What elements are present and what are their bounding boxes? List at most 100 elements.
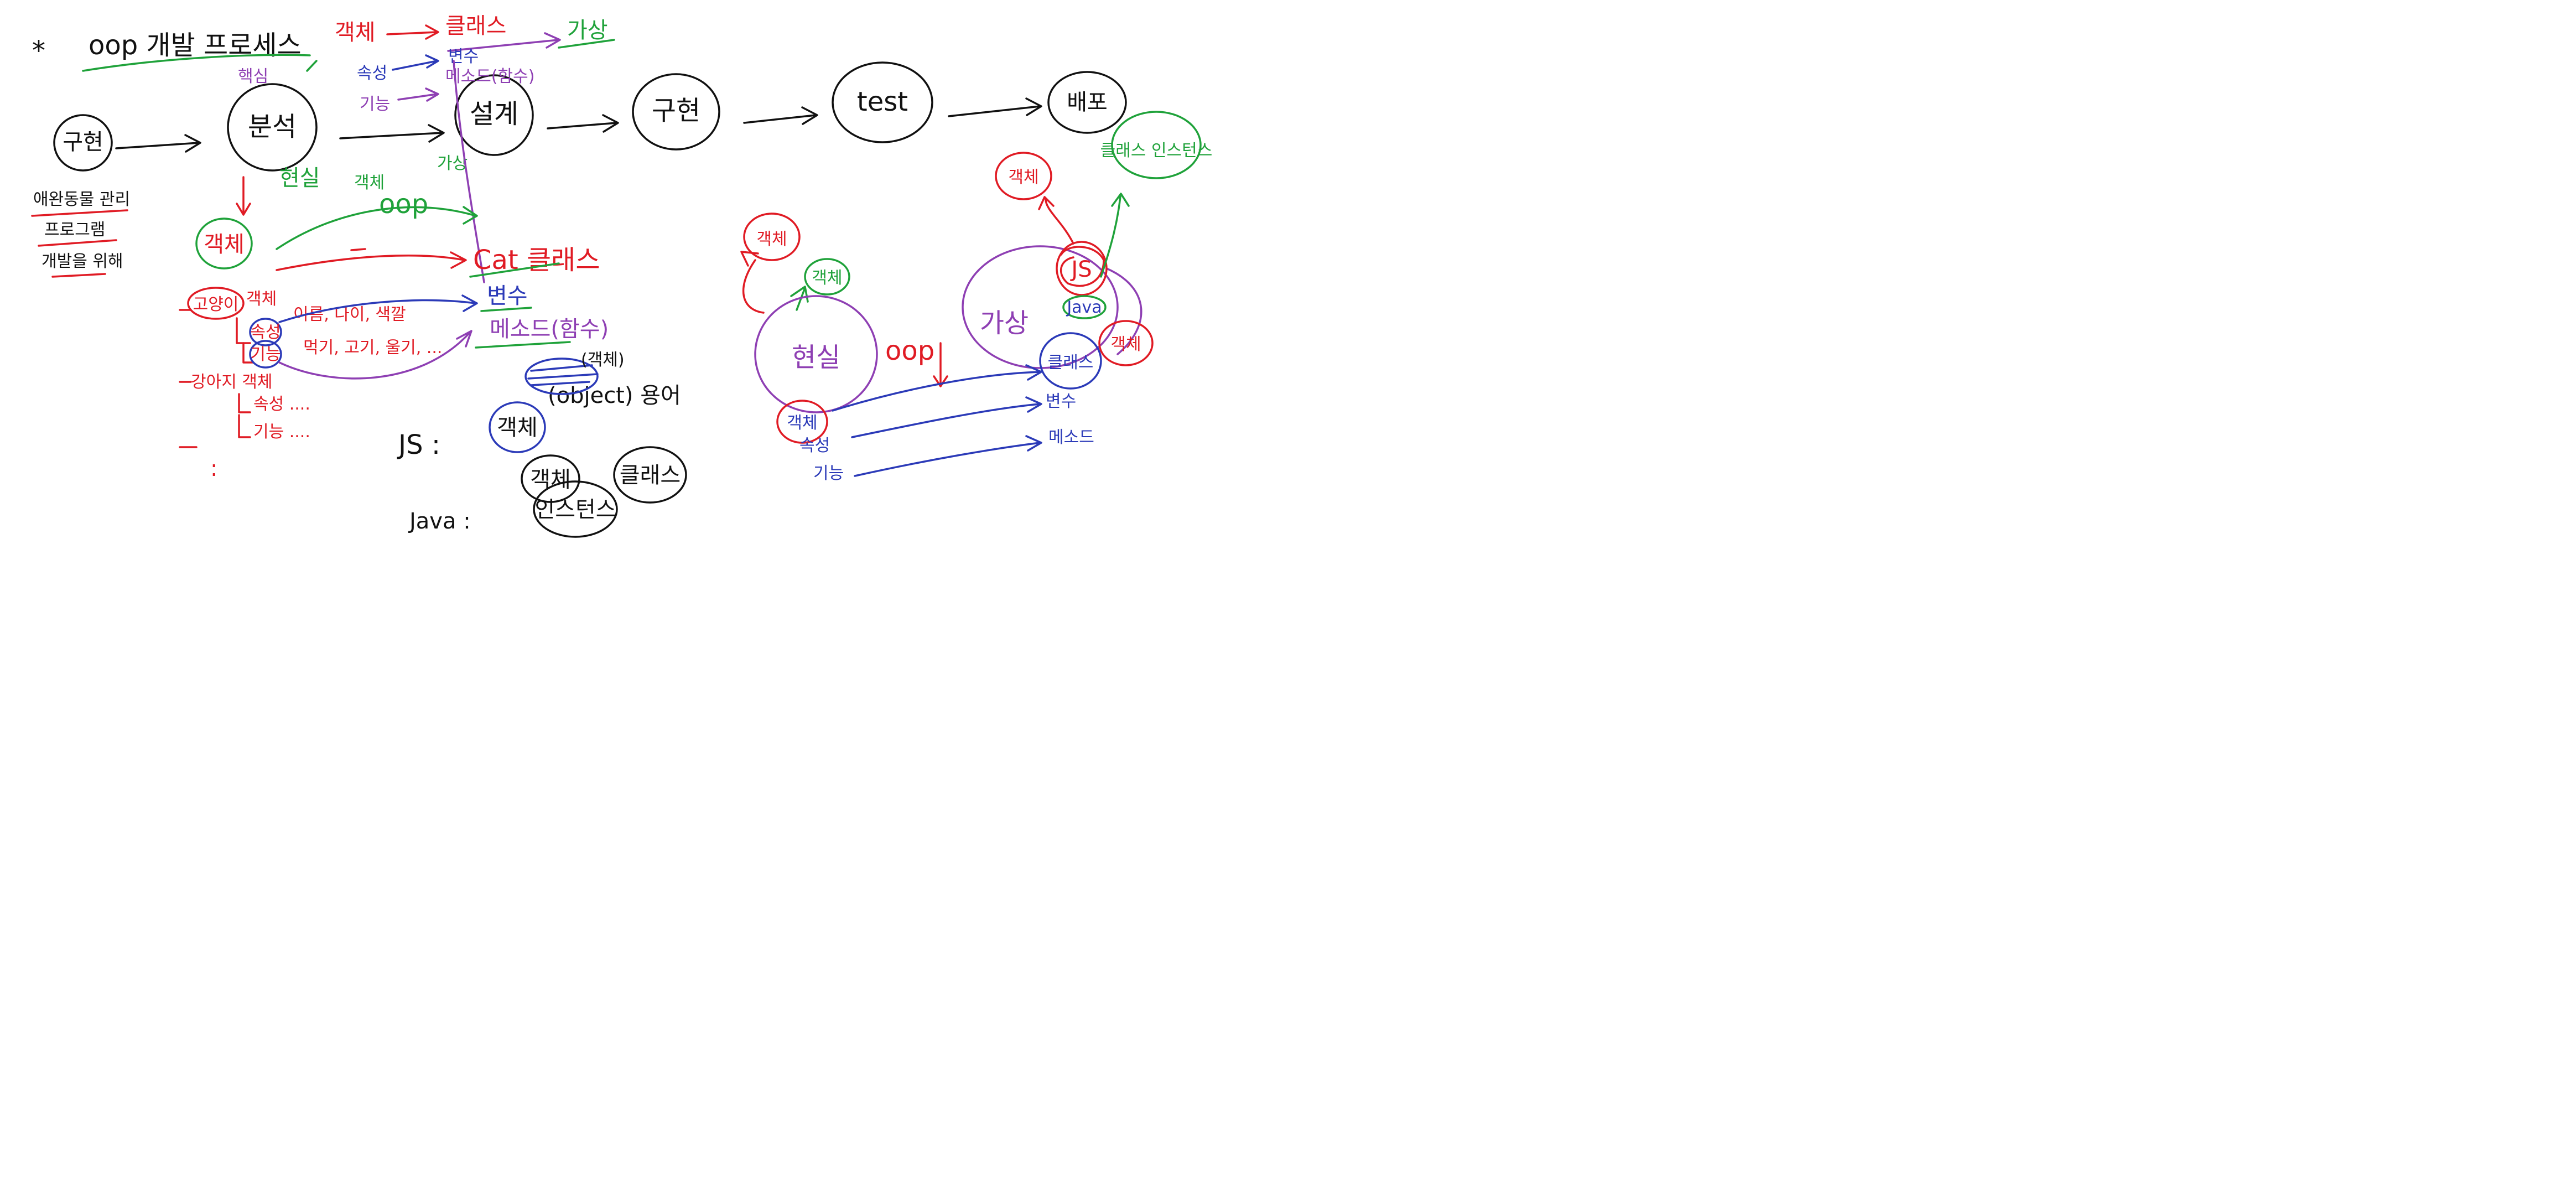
map-arrow [386, 24, 439, 40]
note-underline [31, 209, 128, 217]
cat-class-underline [469, 262, 560, 278]
red-curve-arrow [1038, 196, 1074, 245]
process-step-1-label: 구현 [63, 130, 103, 155]
blue-arrow-2 [851, 396, 1042, 438]
cat-obj: 객체 [246, 289, 277, 309]
analysis-cat-class: Cat 클래스 [473, 245, 600, 276]
process-arrow [115, 134, 201, 153]
process-note-line-1: 애완동물 관리 [33, 190, 130, 209]
right-reality-node: 현실 [754, 295, 878, 413]
process-step-2: 분석 [227, 83, 318, 172]
process-step-6: 배포 [1047, 71, 1127, 134]
dog-label: 강아지 객체 [191, 372, 273, 392]
right-cls-inst-node: 클래스 인스턴스 [1100, 111, 1213, 179]
process-step-4-label: 구현 [652, 95, 700, 126]
blue-arrow-1 [832, 364, 1042, 412]
right-obj2-label: 객체 [812, 268, 842, 288]
analysis-dots: : [210, 456, 217, 481]
design-connector [453, 60, 485, 283]
right-java-node: Java [1062, 295, 1107, 319]
var-underline [480, 307, 532, 312]
right-func: 기능 [813, 464, 844, 483]
process-step-5-label: test [857, 86, 908, 117]
bracket [242, 342, 255, 364]
right-class-label: 클래스 [1048, 353, 1094, 372]
bracket [236, 317, 251, 344]
analysis-oop: oop [379, 189, 428, 220]
right-attr: 속성 [799, 436, 830, 455]
right-obj1-node: 객체 [743, 213, 801, 261]
process-step-3: 설계 [454, 74, 534, 156]
java-object-node: 객체 [521, 454, 580, 503]
analysis-drawing: 객체 [354, 173, 385, 193]
cat-node: 고양이 [187, 287, 245, 320]
analysis-object-label: 객체 [204, 232, 245, 257]
map-arrow [392, 54, 439, 71]
map-virtual-small: 가상 [437, 154, 468, 173]
map-func: 기능 [360, 95, 390, 114]
java-class-node: 클래스 [613, 446, 687, 504]
cat-label: 고양이 [193, 295, 239, 314]
note-underline [38, 239, 117, 247]
map-class: 클래스 [445, 13, 506, 39]
process-step-5: test [832, 61, 933, 143]
map-arrow [447, 32, 561, 52]
right-obj3-label: 객체 [1110, 335, 1141, 354]
analysis-object-node: 객체 [195, 217, 253, 270]
cat-func: 기능 [250, 345, 281, 364]
process-step-2-label: 분석 [248, 111, 297, 142]
map-var: 변수 [448, 47, 479, 66]
process-step-4: 구현 [632, 73, 720, 151]
right-cls-inst-label: 클래스 인스턴스 [1100, 141, 1213, 160]
scribble-node: (객체) [524, 350, 625, 395]
js-object-paren: (object) 용어 [548, 383, 681, 408]
analysis-var: 변수 [487, 283, 528, 309]
title-text: oop 개발 프로세스 [89, 30, 302, 61]
js-object-node: 객체 [489, 401, 546, 453]
bracket [238, 393, 251, 413]
java-instance-label: 인스턴스 [534, 497, 616, 522]
red-arrow [276, 251, 467, 271]
down-arrow [236, 176, 251, 216]
analysis-method: 메소드(함수) [490, 317, 609, 342]
purple-arrow [278, 330, 472, 380]
right-obj-in-node: 객체 [776, 400, 828, 444]
java-label: Java : [408, 509, 471, 534]
right-virtual-label: 가상 [980, 308, 1029, 339]
process-step-3-label: 설계 [470, 99, 518, 130]
right-obj-in-label: 객체 [787, 413, 817, 433]
red-arrowhead [740, 251, 759, 267]
red-dash [350, 248, 366, 251]
title-underline [82, 54, 311, 72]
right-reality-label: 현실 [792, 342, 840, 373]
process-arrow [743, 106, 818, 125]
process-step-1: 구현 [53, 114, 113, 172]
bracket [238, 414, 251, 438]
map-attr: 속성 [357, 64, 387, 83]
right-java-label: Java [1066, 298, 1102, 317]
process-step-6-label: 배포 [1067, 90, 1108, 115]
map-arrow [397, 87, 439, 102]
map-obj: 객체 [335, 20, 376, 45]
map-method: 메소드(함수) [445, 67, 534, 86]
right-obj4-label: 객체 [1008, 168, 1038, 187]
green-up-arrow [1100, 193, 1130, 278]
right-js-node: JS [1056, 241, 1108, 296]
blue-arrow-3 [854, 435, 1042, 477]
process-arrow [339, 124, 445, 143]
dog-attr: 속성 .... [253, 395, 310, 414]
map-tick [306, 60, 318, 72]
right-var: 변수 [1046, 392, 1076, 411]
right-js-label: JS [1069, 257, 1092, 282]
right-obj3-node: 객체 [1098, 320, 1154, 366]
right-oop: oop [885, 335, 934, 366]
note-underline [51, 273, 106, 278]
cat-attr: 속성 [250, 323, 281, 342]
process-arrow [547, 114, 619, 133]
blue-arrow [278, 294, 478, 323]
map-core: 핵심 [238, 67, 268, 86]
scribble-label: (객체) [581, 350, 625, 370]
java-object-label: 객체 [530, 467, 571, 493]
cat-func-vals: 먹기, 고기, 울기, ... [303, 338, 442, 358]
